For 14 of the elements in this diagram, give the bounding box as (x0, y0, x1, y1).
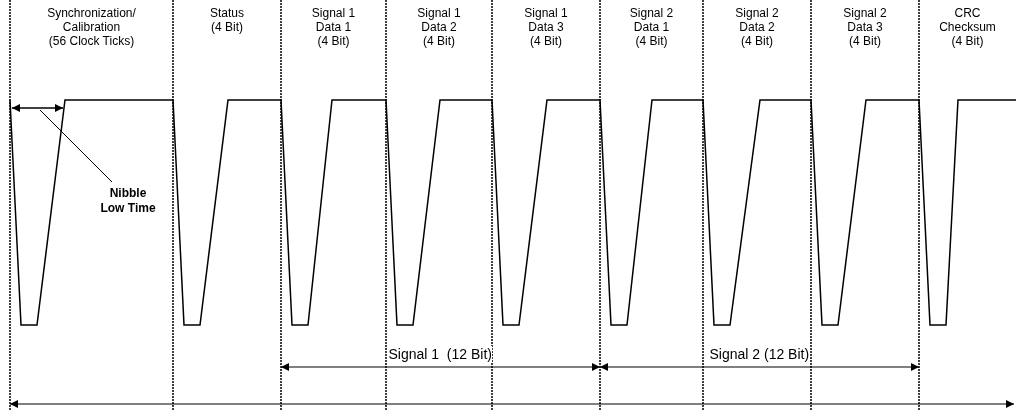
column-header: Synchronization/ Calibration (56 Clock Ticks) (46, 6, 137, 48)
column-header: Status (4 Bit) (209, 6, 245, 34)
column-header: Signal 2 Data 3 (4 Bit) (842, 6, 888, 48)
column-header: Signal 2 Data 1 (4 Bit) (628, 6, 675, 48)
column-header: Signal 1 Data 3 (4 Bit) (523, 6, 569, 48)
column-header: Signal 1 Data 1 (4 Bit) (310, 6, 357, 48)
column-header: Signal 1 Data 2 (4 Bit) (416, 6, 462, 48)
column-header: Signal 2 Data 2 (4 Bit) (734, 6, 780, 48)
span-label: Signal 1 (12 Bit) (388, 346, 492, 362)
callout-text: Nibble Low Time (98, 186, 158, 216)
span-label: Signal 2 (12 Bit) (709, 346, 810, 362)
column-header: CRC Checksum (4 Bit) (938, 6, 997, 48)
dimension-arrow (11, 104, 64, 112)
leader-line (39, 109, 113, 183)
